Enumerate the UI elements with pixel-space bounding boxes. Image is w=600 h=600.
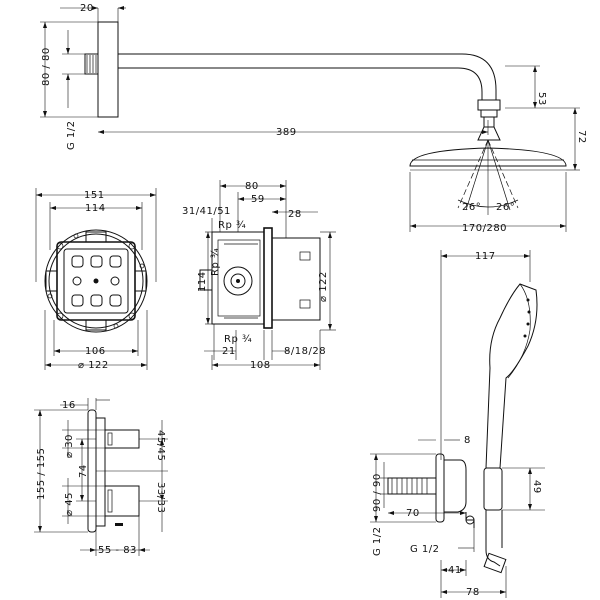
side-port	[223, 266, 253, 296]
dim-install-depth: 31/41/51	[182, 206, 231, 217]
dim-bottom-knob-diameter: ⌀ 45	[64, 492, 75, 516]
dim-elbow-depth: 70	[406, 508, 420, 519]
arm-joint	[477, 99, 501, 111]
shower-arm	[118, 53, 497, 100]
dim-arm-length: 389	[276, 127, 297, 138]
hose-connector	[483, 552, 507, 574]
dim-diameter: ⌀ 122	[78, 360, 109, 371]
dim-bottom-right: 8/18/28	[284, 346, 326, 357]
dim-top-thread: Rp ¾	[218, 220, 246, 231]
dim-projection: 55 - 83	[98, 545, 137, 556]
basic-set-side-view: 80 59 31/41/51 Rp ¾ 28 Rp ¾ 114 ⌀ 122 Rp…	[182, 180, 336, 371]
dim-spray-angle-right: 26°	[496, 202, 515, 213]
dim-top-width: 80	[245, 181, 259, 192]
dim-total-depth: 108	[250, 360, 271, 371]
hand-shower-view: 117 8 49 90 / 90 G 1/2 70 G 1/2 41 78	[370, 250, 545, 598]
dim-outlet-offset: 8	[464, 435, 471, 446]
hose-outlet	[465, 512, 475, 528]
dim-height-to-head: 117	[475, 251, 496, 262]
dim-holder-height: 49	[531, 480, 542, 494]
dim-plate-height: 155 / 155	[36, 448, 47, 500]
dim-plate-depth: 16	[62, 400, 76, 411]
hand-shower-holder	[483, 467, 503, 511]
dimension-arrows	[36, 6, 577, 594]
dim-flange-thickness: 20	[80, 3, 94, 14]
hand-shower	[485, 283, 538, 469]
wall-plate	[87, 409, 97, 533]
dim-flange-height: 80 / 80	[41, 47, 52, 86]
dim-left-thread: Rp ¾	[210, 248, 221, 276]
shower-arm-view: 20 80 / 80 G 1/2 389 53 72 26° 26° 170/2…	[40, 3, 587, 234]
dim-height: 114	[197, 271, 208, 292]
dim-side-offset: 28	[288, 209, 302, 220]
dim-outer-width: 151	[84, 190, 105, 201]
dim-total-height: 72	[576, 130, 587, 144]
wall-elbow-plate	[435, 453, 445, 523]
dim-elbow-height: 90 / 90	[372, 473, 383, 512]
mounting-holes	[71, 255, 122, 307]
dim-bottom-thread: Rp ¾	[224, 334, 252, 345]
dim-elbow-thread: G 1/2	[372, 526, 383, 556]
dim-total-depth-hand: 78	[466, 587, 480, 598]
thermostat-view: 16 155 / 155 ⌀ 30 ⌀ 45 74 45/45 33/33 55…	[34, 398, 168, 556]
dim-mid-width: 59	[251, 194, 265, 205]
dim-bottom-left: 21	[222, 346, 236, 357]
basic-set-front-view: 151 114 106 ⌀ 122	[35, 188, 157, 371]
dim-spray-angle-left: 26°	[462, 202, 481, 213]
dim-top-offset: 45/45	[155, 430, 166, 461]
dim-hose-thread: G 1/2	[410, 544, 440, 555]
housing-ring	[44, 229, 148, 333]
side-housing	[211, 231, 265, 325]
dim-connection-thread: G 1/2	[66, 120, 77, 150]
wall-elbow	[444, 459, 467, 513]
dim-top-knob-diameter: ⌀ 30	[64, 434, 75, 458]
dim-inner-width: 114	[85, 203, 106, 214]
dim-knob-spacing: 74	[78, 464, 89, 478]
dim-bottom-offset: 33/33	[155, 482, 166, 513]
dim-head-diameter: 170/280	[462, 223, 507, 234]
dim-hose-offset: 41	[448, 565, 462, 576]
cover-box	[271, 237, 321, 321]
wall-flange	[97, 21, 119, 118]
dim-diameter-side: ⌀ 122	[318, 271, 329, 302]
bottom-knob	[104, 485, 140, 517]
dim-bottom-width: 106	[85, 346, 106, 357]
dim-arm-drop: 53	[536, 92, 547, 106]
mounting-plate	[263, 227, 273, 329]
thread-connector	[84, 53, 99, 75]
